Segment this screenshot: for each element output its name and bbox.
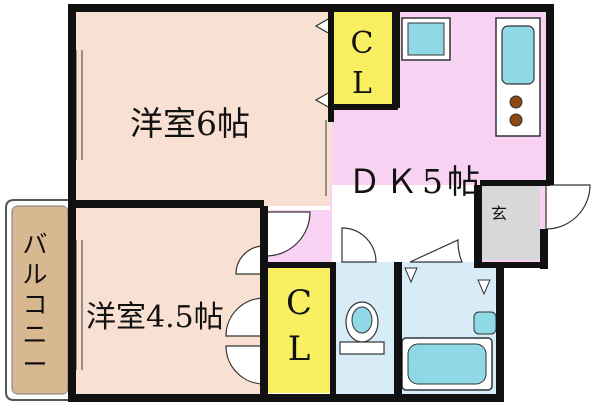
door-swings <box>225 16 591 385</box>
toilet-door-swing <box>341 227 377 263</box>
walls <box>68 4 554 402</box>
room45-door-swing <box>265 211 311 257</box>
western-room-6-floor <box>74 10 332 206</box>
stove-burner-icon <box>509 95 523 109</box>
balcony-rail <box>5 199 68 401</box>
closet-lower-floor <box>266 267 330 393</box>
closet-upper-floor <box>334 12 392 106</box>
bathtub-basin-icon <box>407 343 487 385</box>
toilet-seat-icon <box>351 306 373 334</box>
refrigerator-door-icon <box>407 22 445 56</box>
drain-mark-icon-2 <box>477 279 491 296</box>
stove-burner-icon-2 <box>509 113 523 127</box>
sink-icon <box>501 25 535 85</box>
entrance-floor <box>480 185 540 260</box>
bath-door-swing <box>409 239 463 263</box>
washbasin-icon <box>473 311 497 335</box>
toilet-tank-icon <box>339 341 385 355</box>
entrance-door-swing <box>545 184 591 230</box>
balcony-floor <box>12 206 68 394</box>
drain-mark-icon <box>404 267 418 284</box>
